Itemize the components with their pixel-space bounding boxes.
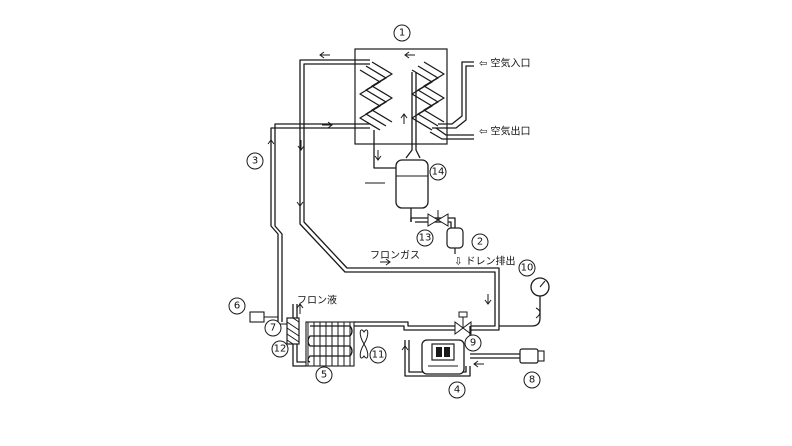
callout-4: 4 [448,381,466,399]
svg-text:14: 14 [432,167,445,178]
svg-text:9: 9 [470,338,476,349]
exchanger-flow-arrows [319,51,415,161]
condenser-outlet-line [354,321,455,331]
svg-text:1: 1 [399,28,405,39]
exchanger-bottom-pipe [373,130,400,169]
label-freon-gas: フロンガス [370,250,420,262]
callout-10: 10 [518,259,536,277]
heat-exchanger-coil-right [411,61,445,131]
svg-text:8: 8 [529,375,535,386]
arrow-up-compressor [401,345,409,356]
svg-text:13: 13 [419,233,432,244]
expansion-valve [454,311,472,335]
svg-text:5: 5 [321,370,327,381]
arrow-freon-gas [380,258,391,266]
freon-gas-line-left-2 [270,127,370,322]
callout-11: 11 [369,346,387,364]
label-air-inlet: ⇦ 空気入口 [479,57,531,70]
condenser-coil [305,321,355,367]
callout-7: 7 [264,319,282,337]
svg-text:2: 2 [477,237,483,248]
callout-1: 1 [393,24,411,42]
callout-8: 8 [523,371,541,389]
arrow-up-left [267,139,275,150]
service-valve [519,348,545,364]
svg-text:3: 3 [252,156,258,167]
svg-text:4: 4 [454,385,460,396]
freon-return-line [299,59,496,327]
drain-valve [427,210,449,227]
callout-2: 2 [471,233,489,251]
callout-12: 12 [271,340,289,358]
air-outlet-pipe [429,127,474,140]
arrow-down-return [296,196,304,207]
callout-14: 14 [429,163,447,181]
svg-text:11: 11 [372,350,385,361]
svg-text:10: 10 [521,263,534,274]
svg-text:7: 7 [270,323,276,334]
heat-exchanger-coil-left [359,61,393,131]
freon-return-line-2 [303,63,500,331]
label-drain: ⇩ ドレン排出 [454,255,516,268]
exchanger-to-separator-pipe [405,72,413,159]
label-air-outlet: ⇦ 空気出口 [479,125,531,138]
callout-9: 9 [464,334,482,352]
pressure-gauge [499,277,550,327]
filter-drier [286,317,300,345]
condenser-fan [359,329,369,359]
compressor [421,339,465,375]
arrow-down-right [484,294,492,305]
callout-5: 5 [315,366,333,384]
arrow-left-compressor [473,360,484,368]
svg-text:6: 6 [234,301,240,312]
air-inlet-pipe [432,61,474,129]
callout-13: 13 [416,229,434,247]
heat-exchanger-box [354,48,448,145]
drain-trap [446,227,464,254]
freon-gas-line-left [274,123,370,322]
pressure-switch [249,311,287,325]
label-freon-liquid: フロン液 [297,294,337,307]
svg-text:12: 12 [274,344,287,355]
moisture-separator [395,159,429,222]
callout-6: 6 [228,297,246,315]
liquid-line [292,304,306,367]
callout-3: 3 [246,152,264,170]
exchanger-to-separator-pipe-2 [415,72,421,159]
arrow-up-liquid [296,303,304,314]
arrow-left-line [297,140,305,151]
